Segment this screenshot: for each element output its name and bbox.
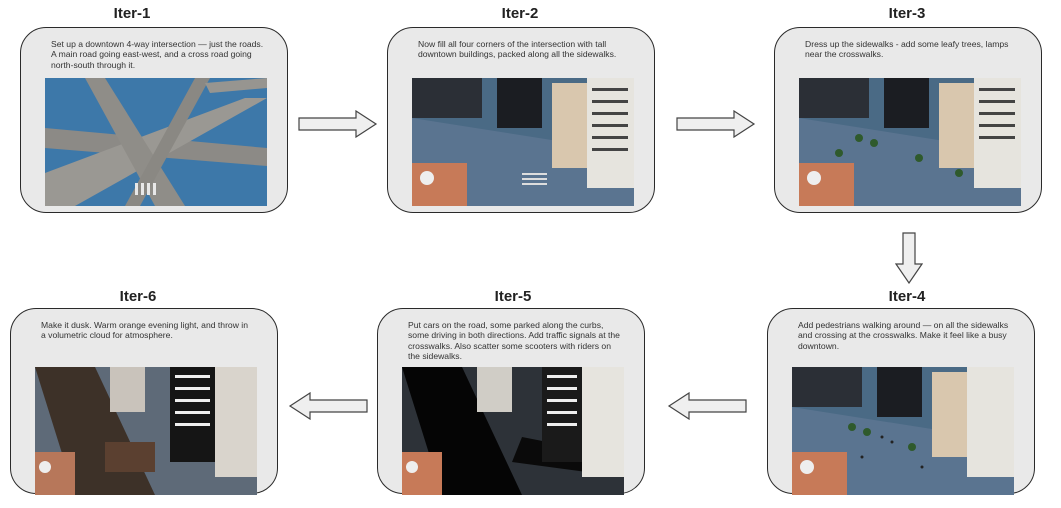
iter-2-card: Now fill all four corners of the interse… [387,27,655,213]
iter-4-card: Add pedestrians walking around — on all … [767,308,1035,495]
iter-1-render-image [45,78,267,206]
iter-3-prompt: Dress up the sidewalks - add some leafy … [805,39,1009,60]
arrow-iter1-to-iter2 [298,110,378,138]
iter-5-title: Iter-5 [494,288,532,305]
iter-3-title: Iter-3 [888,5,926,22]
iter-2-prompt: Now fill all four corners of the interse… [418,39,617,60]
arrow-iter2-to-iter3 [676,110,756,138]
iter-5-prompt: Put cars on the road, some parked along … [408,320,620,362]
iter-6-prompt: Make it dusk. Warm orange evening light,… [41,320,248,341]
iter-5-card: Put cars on the road, some parked along … [377,308,645,495]
iter-6-render-image [35,367,257,495]
arrow-iter3-to-iter4 [895,232,923,284]
iter-6-card: Make it dusk. Warm orange evening light,… [10,308,278,495]
iter-1-title: Iter-1 [113,5,151,22]
iter-3-render-image [799,78,1021,206]
iter-2-title: Iter-2 [501,5,539,22]
iter-6-title: Iter-6 [119,288,157,305]
iter-5-render-image [402,367,624,495]
iter-3-card: Dress up the sidewalks - add some leafy … [774,27,1042,213]
arrow-iter4-to-iter5 [667,392,747,420]
iter-1-prompt: Set up a downtown 4-way intersection — j… [51,39,264,70]
iter-4-render-image [792,367,1014,495]
iter-4-title: Iter-4 [888,288,926,305]
arrow-iter5-to-iter6 [288,392,368,420]
iter-1-card: Set up a downtown 4-way intersection — j… [20,27,288,213]
iter-4-prompt: Add pedestrians walking around — on all … [798,320,1009,351]
iter-2-render-image [412,78,634,206]
